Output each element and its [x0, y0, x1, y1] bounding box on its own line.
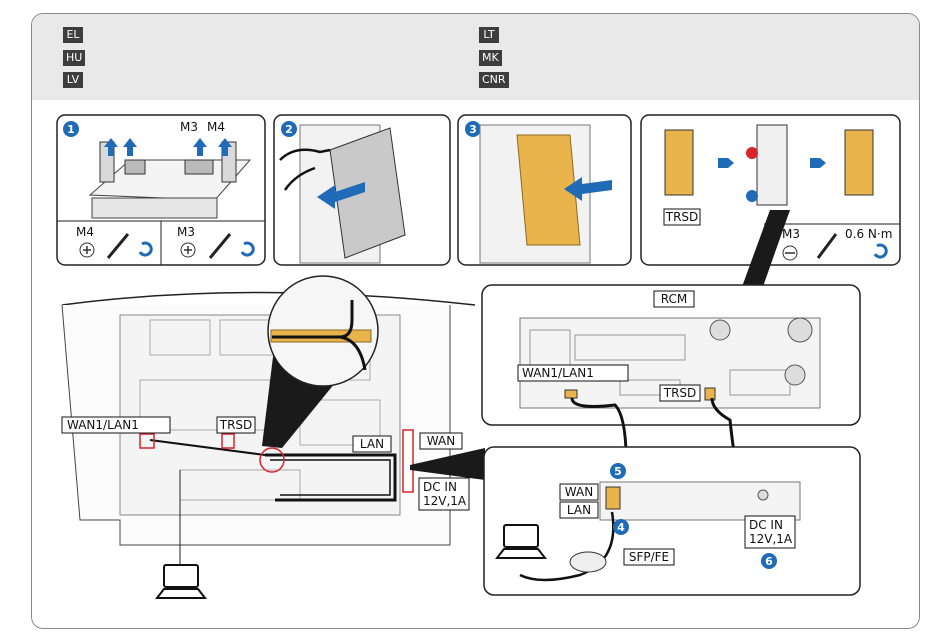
plus-terminal-icon	[746, 147, 758, 159]
cabinet-trsd-label: TRSD	[219, 418, 253, 432]
panel-step-1: 1 M3 M4 M4 M3	[57, 115, 265, 265]
cabinet-wan-label: WAN	[427, 434, 455, 448]
cabinet-lan-label: LAN	[360, 437, 384, 451]
step-number-3: 3	[469, 123, 477, 136]
cabinet-dc-in-label: DC IN	[423, 480, 457, 494]
cabinet-wan-lan-label: WAN1/LAN1	[67, 418, 139, 432]
rcm-wan-lan-label: WAN1/LAN1	[522, 366, 594, 380]
screw-label-m4: M4	[207, 120, 225, 134]
screw-size-label: M3	[782, 227, 800, 241]
trsd-label: TRSD	[665, 210, 699, 224]
panel-step-2: 2	[274, 115, 450, 265]
minus-terminal-icon	[746, 190, 758, 202]
ont-panel	[484, 447, 860, 595]
ont-dc-in-label: DC IN	[749, 518, 783, 532]
trsd-connector-middle	[757, 125, 787, 205]
ont-wan-label: WAN	[565, 485, 593, 499]
torque-label: 0.6 N·m	[845, 227, 892, 241]
step-number-4: 4	[617, 521, 625, 534]
step-number-5: 5	[614, 465, 622, 478]
laptop-icon	[497, 525, 545, 558]
tool-label-m3: M3	[177, 225, 195, 239]
tool-label-m4: M4	[76, 225, 94, 239]
zoom-detail-circle	[268, 276, 378, 386]
step-number-2: 2	[285, 123, 293, 136]
ont-lan-label: LAN	[567, 503, 591, 517]
trsd-connector-left	[665, 130, 693, 195]
rcm-trsd-label: TRSD	[663, 386, 697, 400]
ont-dc-in-rating: 12V,1A	[749, 532, 793, 546]
screw-label-m3: M3	[180, 120, 198, 134]
sfp-fe-label: SFP/FE	[629, 550, 669, 564]
panel-step-3: 3	[458, 115, 631, 265]
cabinet-dc-in-rating: 12V,1A	[423, 494, 467, 508]
step-number-1: 1	[67, 123, 75, 136]
laptop-icon	[157, 565, 205, 598]
rcm-title: RCM	[661, 292, 687, 306]
slotted-screw-icon	[783, 246, 797, 260]
trsd-connector-right	[845, 130, 873, 195]
step-number-6: 6	[765, 555, 773, 568]
